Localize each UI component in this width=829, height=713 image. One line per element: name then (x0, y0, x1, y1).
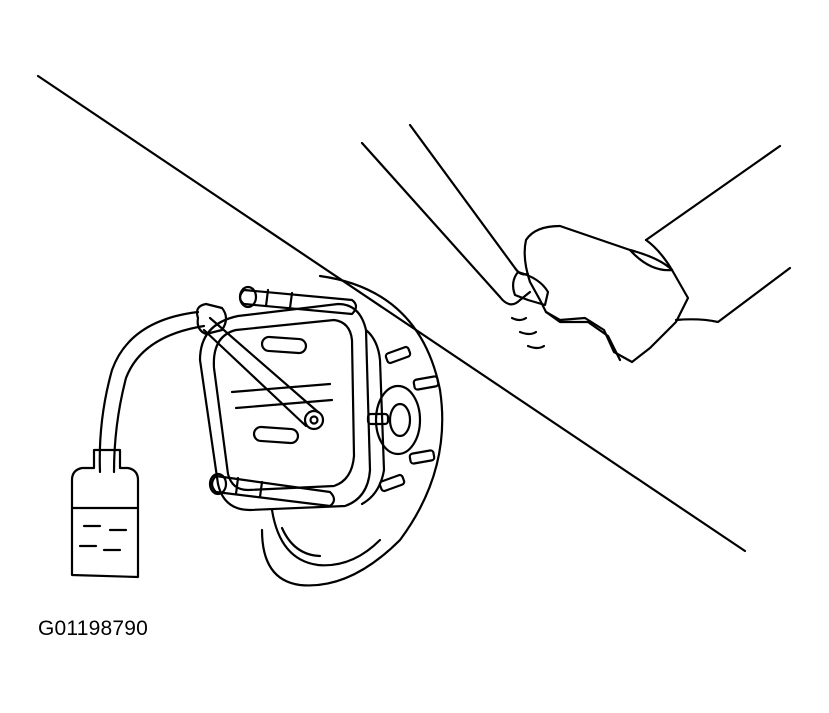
upper-bolt-head (238, 285, 258, 309)
brake-caliper (198, 285, 386, 512)
caliper-ridge (230, 382, 332, 394)
shoe-sole (544, 310, 622, 362)
leg-back (674, 266, 792, 324)
brake-rotor (260, 274, 444, 587)
shoe (523, 224, 690, 364)
bleeder-screw (303, 409, 325, 431)
motion-mark (518, 330, 538, 336)
rotor-inner (270, 508, 382, 567)
caliper-slot (252, 425, 300, 445)
bleeder-hose (98, 310, 206, 474)
motion-mark (526, 344, 546, 350)
wrench-handle (202, 316, 320, 428)
caliper-face (212, 318, 356, 492)
ankle (644, 238, 674, 272)
upper-bolt (238, 288, 358, 316)
wrench (195, 302, 320, 428)
lower-bolt-head (208, 472, 228, 496)
motion-mark (510, 316, 528, 322)
brake-pedal-assembly (360, 123, 792, 364)
rotor-outer (260, 274, 444, 587)
collection-container (70, 448, 140, 579)
wrench-head (195, 302, 228, 336)
pedal-arm (360, 141, 532, 306)
caliper-side (360, 328, 386, 506)
hose-outer (98, 310, 200, 474)
caliper-body (198, 302, 372, 512)
shoe-heel-line (628, 248, 674, 272)
caliper-slot (260, 335, 308, 355)
rotor-edge (280, 526, 322, 558)
lower-bolt (210, 474, 336, 508)
hose-inner (112, 324, 206, 474)
leg-front (644, 144, 782, 242)
figure-code: G01198790 (38, 617, 149, 640)
cutaway-line (36, 74, 747, 553)
container-body (70, 448, 140, 579)
hub-center (388, 402, 412, 438)
pedal-pad (511, 270, 550, 307)
wheel-studs (366, 345, 440, 493)
pedal-arm-back (408, 123, 530, 276)
hub (374, 384, 422, 456)
